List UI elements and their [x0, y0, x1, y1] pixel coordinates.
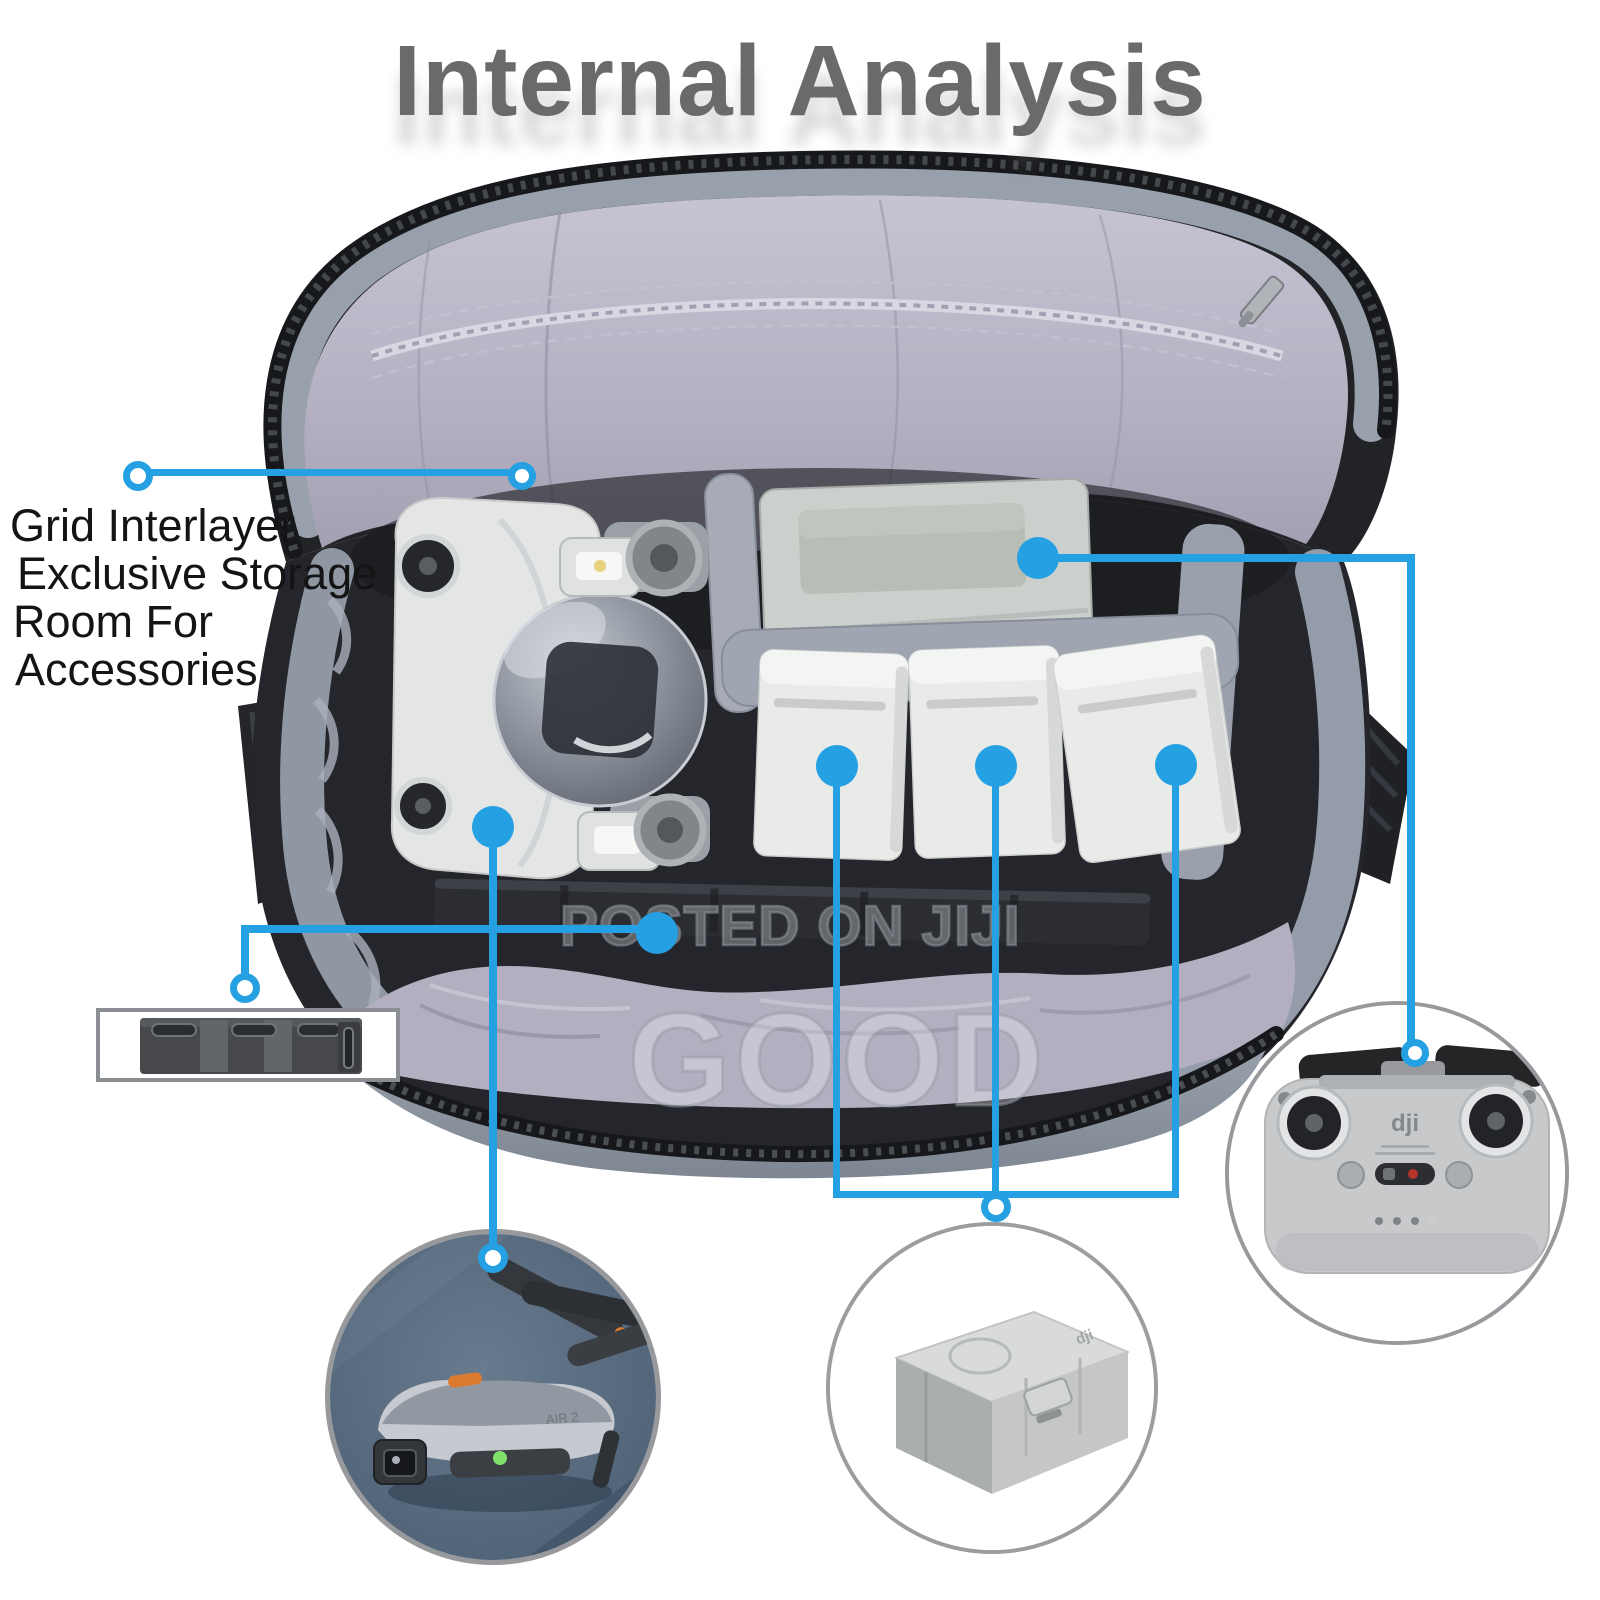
flap-lining: [304, 195, 1348, 557]
label-line-2: Exclusive Storage: [17, 548, 378, 600]
folded-drone-photo: AIR 2: [325, 1229, 661, 1565]
folded-drone-body: AIR 2: [373, 1372, 620, 1488]
callout-dot-battery-1: [816, 745, 858, 787]
callout-line-propeller-horizontal: [241, 925, 657, 933]
callout-ring-battery-photo: [981, 1192, 1011, 1222]
callout-line-battery-1: [833, 780, 840, 1198]
callout-line-charger-horizontal: [1038, 554, 1415, 562]
callout-ring-grid-interlayer-target: [508, 462, 536, 490]
battery-photo: dji: [826, 1222, 1158, 1554]
callout-line-charger-vertical: [1407, 554, 1415, 1057]
drone-in-bag: [390, 496, 710, 880]
battery-drawing: dji: [830, 1226, 1154, 1550]
callout-line-battery-3: [1172, 779, 1179, 1198]
callout-dot-battery-2: [975, 745, 1017, 787]
grid-interlayer-label: Grid Interlayer Exclusive Storage Room F…: [10, 500, 378, 696]
battery-led-dots: [1375, 1217, 1437, 1225]
drone-camera: [373, 1439, 427, 1485]
flap-zipper-teeth-glint: [267, 154, 1393, 552]
mode-switch: [1375, 1163, 1435, 1185]
bag-body: [251, 468, 1371, 1179]
side-wall-left-ruffles: [312, 596, 381, 1008]
callout-dot-propeller-bar: [636, 912, 678, 954]
callout-dot-drone: [472, 806, 514, 848]
remote-logo-text: dji: [1391, 1110, 1419, 1137]
status-led: [493, 1451, 507, 1465]
callout-ring-remote: [1401, 1039, 1429, 1067]
drone-model-text: AIR 2: [545, 1409, 579, 1427]
callout-line-battery-bracket: [833, 1191, 1179, 1198]
led-module-top: [559, 537, 641, 597]
remote-controller-photo: dji: [1225, 1001, 1569, 1345]
callout-line-propeller-vertical: [241, 925, 249, 975]
charger-box: [758, 477, 1094, 651]
callout-dot-charger-box: [1017, 537, 1059, 579]
spare-battery-2: [908, 645, 1066, 859]
callout-line-grid-interlayer: [150, 469, 512, 476]
fn-button-left: [1337, 1161, 1365, 1189]
label-line-1: Grid Interlayer: [10, 500, 296, 551]
remote-body: dji: [1264, 1075, 1550, 1274]
accessory-hub-drawing: [140, 1018, 362, 1074]
callout-dot-battery-3: [1155, 744, 1197, 786]
folded-drone-drawing: AIR 2: [330, 1234, 656, 1560]
label-line-4: Accessories: [15, 644, 258, 696]
callout-ring-accessory-hub: [230, 973, 260, 1003]
callout-ring-grid-interlayer-label: [123, 461, 153, 491]
remote-controller-drawing: dji: [1229, 1005, 1565, 1341]
callout-line-battery-2: [992, 780, 999, 1198]
battery-3d: dji: [895, 1311, 1129, 1494]
flap-fabric-band: [272, 159, 1391, 538]
flap-pocket-zipper: [370, 280, 1284, 380]
battery-logo-text: dji: [1073, 1326, 1095, 1348]
bottom-zipper-teeth-glint: [342, 1030, 1279, 1159]
accessory-hub-thumbnail: [96, 1008, 400, 1082]
fn-button-right: [1445, 1161, 1473, 1189]
page-title: Internal Analysis: [393, 25, 1207, 137]
bag-flap: [263, 150, 1399, 562]
joystick-left: [1276, 1085, 1352, 1161]
zipper-pull-icon: [1238, 275, 1285, 328]
callout-ring-drone-photo: [478, 1243, 508, 1273]
label-line-3: Room For: [13, 596, 214, 648]
joystick-right: [1458, 1083, 1534, 1159]
callout-line-drone-vertical: [489, 840, 497, 1244]
spare-battery-3: [1053, 634, 1241, 864]
